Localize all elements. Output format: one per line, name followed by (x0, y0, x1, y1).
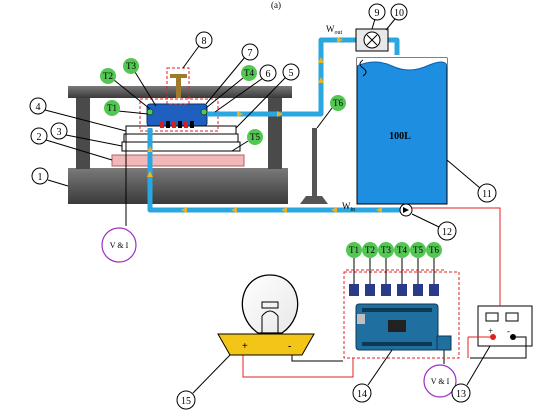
callout-4: 4 (29, 97, 127, 132)
pump (399, 203, 413, 217)
svg-text:1: 1 (38, 172, 43, 183)
arduino-board (355, 303, 439, 351)
clamp-screw (176, 76, 181, 98)
tank-inlet-pipe (388, 37, 400, 55)
base-plate (68, 168, 288, 204)
callout-2: 2 (30, 127, 113, 161)
svg-text:15: 15 (181, 396, 191, 407)
svg-text:11: 11 (482, 189, 492, 200)
svg-text:+: + (242, 341, 248, 352)
tank-volume-label: 100L (389, 131, 411, 142)
lamp-base (217, 333, 315, 356)
callout-13: 13 (451, 345, 491, 403)
svg-text:T6: T6 (429, 245, 439, 255)
callout-9: 9 (368, 3, 386, 30)
svg-text:T2: T2 (365, 245, 375, 255)
layer-middle (123, 133, 239, 143)
callout-1: 1 (31, 167, 69, 187)
svg-text:T5: T5 (413, 245, 423, 255)
svg-text:V & I: V & I (431, 377, 450, 386)
return-pipe (147, 128, 402, 213)
clamp-screw-head (170, 74, 187, 78)
power-wiring (242, 207, 501, 378)
sensor-t1: T1 (104, 100, 149, 116)
svg-text:-: - (507, 326, 510, 336)
flow-arrows (147, 37, 382, 213)
w-out-label: Wout (326, 24, 343, 36)
t4-tip (200, 108, 208, 116)
lamp-load: + - (217, 274, 315, 356)
callout-12: 12 (411, 213, 457, 241)
clamp-region-dashed (166, 67, 190, 105)
svg-text:T1: T1 (107, 103, 117, 113)
svg-text:T1: T1 (349, 245, 359, 255)
right-pillar (268, 95, 282, 169)
callout-10: 10 (385, 3, 408, 31)
ambient-sensor-stand (300, 128, 328, 204)
svg-text:V & I: V & I (110, 241, 129, 250)
current-sensor-module (436, 335, 452, 351)
v-i-meter-arduino: V & I (423, 350, 457, 398)
heater-plate (111, 154, 245, 167)
svg-text:T2: T2 (103, 71, 113, 81)
sensor-strip: T1 T2 T3 T4 T5 (346, 242, 446, 296)
svg-text:+: + (488, 326, 493, 336)
fan-unit (355, 28, 389, 52)
callout-11: 11 (446, 159, 497, 203)
svg-text:-: - (288, 341, 291, 352)
water-tank: 100L (356, 57, 448, 205)
svg-text:12: 12 (442, 227, 452, 238)
v-i-meter-rig: V & I (101, 128, 137, 263)
svg-text:3: 3 (57, 127, 62, 138)
tank-inlet-coil (359, 59, 367, 77)
w-in-label: Win (342, 201, 355, 213)
callout-14: 14 (352, 349, 393, 403)
strip-t4: T4 (394, 242, 410, 296)
svg-text:6: 6 (266, 69, 271, 80)
svg-text:8: 8 (202, 36, 207, 47)
power-supply: + - (477, 305, 533, 347)
svg-text:2: 2 (37, 132, 42, 143)
sensor-t6: T6 (316, 95, 346, 129)
svg-text:9: 9 (375, 8, 380, 19)
svg-text:T4: T4 (244, 68, 254, 78)
callout-6: 6 (214, 64, 277, 113)
svg-text:10: 10 (394, 8, 404, 19)
strip-t6: T6 (426, 242, 442, 296)
strip-t1: T1 (346, 242, 362, 296)
figure-caption: (a) (271, 0, 281, 10)
callout-3: 3 (50, 122, 123, 147)
cold-plate (146, 103, 208, 127)
strip-t5: T5 (410, 242, 426, 296)
sensor-t2: T2 (100, 68, 151, 110)
strip-t2: T2 (362, 242, 378, 296)
callout-5: 5 (235, 63, 300, 129)
svg-text:13: 13 (456, 389, 466, 400)
sensor-t4: T4 (205, 65, 257, 109)
callout-8: 8 (182, 31, 213, 69)
svg-text:T4: T4 (397, 245, 407, 255)
sensor-t3: T3 (123, 58, 157, 107)
svg-text:T5: T5 (250, 132, 260, 142)
left-pillar (76, 95, 90, 169)
strip-t3: T3 (378, 242, 394, 296)
svg-text:14: 14 (357, 389, 367, 400)
svg-text:5: 5 (289, 68, 294, 79)
svg-text:4: 4 (36, 102, 41, 113)
svg-text:T6: T6 (333, 98, 343, 108)
t2-tip (146, 108, 154, 116)
callout-15: 15 (176, 354, 231, 410)
svg-text:7: 7 (248, 48, 253, 59)
sensor-t5: T5 (231, 129, 263, 152)
svg-text:T3: T3 (381, 245, 391, 255)
layer-bottom (121, 141, 241, 152)
svg-text:T3: T3 (126, 61, 136, 71)
callout-7: 7 (205, 43, 259, 105)
teg-elements (160, 121, 194, 128)
